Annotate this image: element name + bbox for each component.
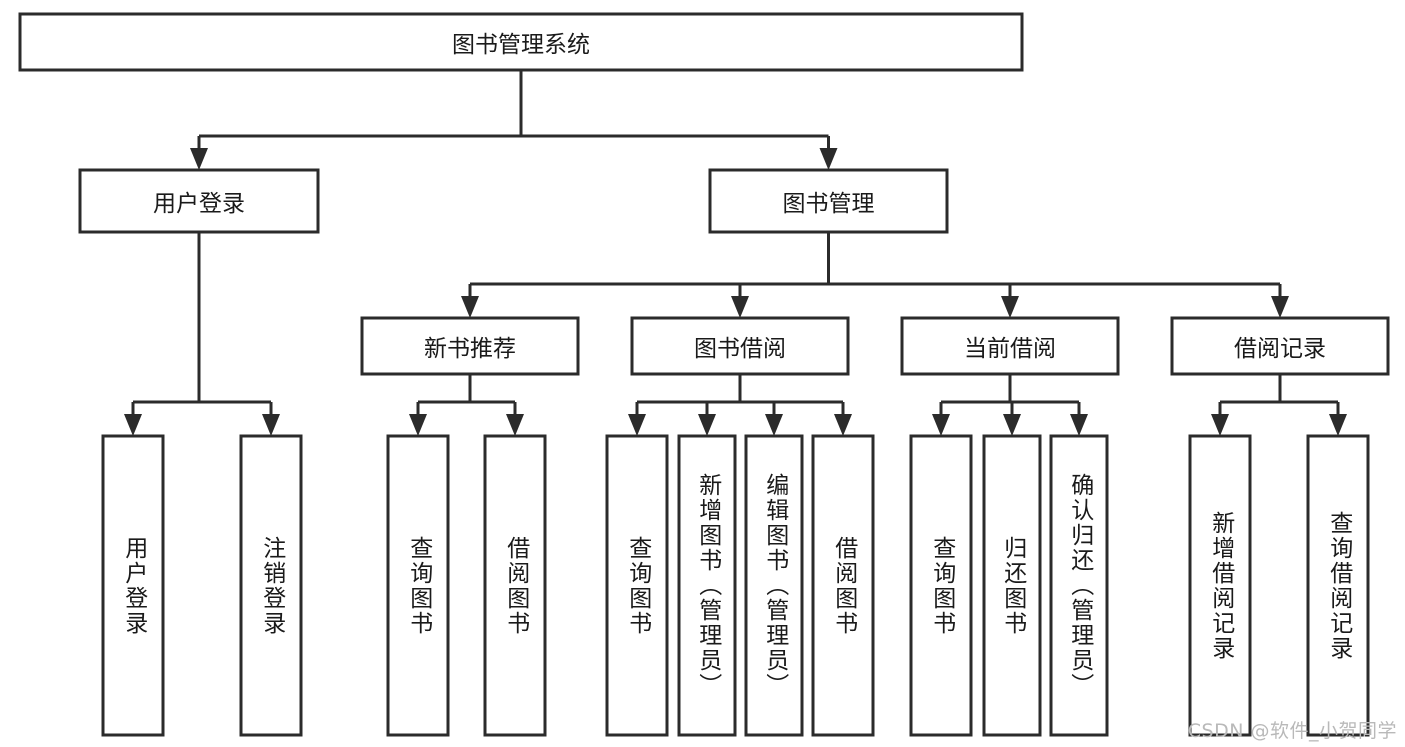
node-box-login[interactable] [78, 168, 320, 234]
node-box-bookmgmt[interactable] [708, 168, 949, 234]
arrow-head-icon [461, 296, 479, 318]
node-box-cur-confirm[interactable] [1049, 434, 1109, 737]
node-box-rec-add[interactable] [1188, 434, 1252, 737]
arrow-head-icon [1001, 296, 1019, 318]
node-box-cur-return[interactable] [982, 434, 1042, 737]
arrow-head-icon [506, 414, 524, 436]
node-box-bo-borrow[interactable] [811, 434, 875, 737]
node-box-records[interactable] [1170, 316, 1390, 376]
node-box-borrow[interactable] [630, 316, 850, 376]
arrow-head-icon [262, 414, 280, 436]
node-box-new-borrow[interactable] [483, 434, 547, 737]
node-box-login-user[interactable] [101, 434, 165, 737]
connectors-layer [124, 70, 1347, 436]
arrow-head-icon [1070, 414, 1088, 436]
node-box-cur-query[interactable] [909, 434, 973, 737]
node-box-new-query[interactable] [386, 434, 450, 737]
arrow-head-icon [409, 414, 427, 436]
arrow-head-icon [1271, 296, 1289, 318]
arrow-head-icon [124, 414, 142, 436]
arrow-head-icon [1211, 414, 1229, 436]
arrow-head-icon [932, 414, 950, 436]
arrow-head-icon [731, 296, 749, 318]
arrow-head-icon [1329, 414, 1347, 436]
arrow-head-icon [765, 414, 783, 436]
arrow-head-icon [1003, 414, 1021, 436]
node-box-bo-add[interactable] [677, 434, 737, 737]
node-boxes-layer [18, 12, 1390, 737]
node-box-rec-query[interactable] [1306, 434, 1370, 737]
node-box-root[interactable] [18, 12, 1024, 72]
arrow-head-icon [698, 414, 716, 436]
arrow-head-icon [628, 414, 646, 436]
node-box-current[interactable] [900, 316, 1120, 376]
arrow-head-icon [834, 414, 852, 436]
node-box-bo-edit[interactable] [744, 434, 804, 737]
node-box-login-logout[interactable] [239, 434, 303, 737]
arrow-head-icon [819, 148, 838, 170]
node-box-newbook[interactable] [360, 316, 580, 376]
arrow-head-icon [190, 148, 208, 170]
node-box-bo-query[interactable] [605, 434, 669, 737]
